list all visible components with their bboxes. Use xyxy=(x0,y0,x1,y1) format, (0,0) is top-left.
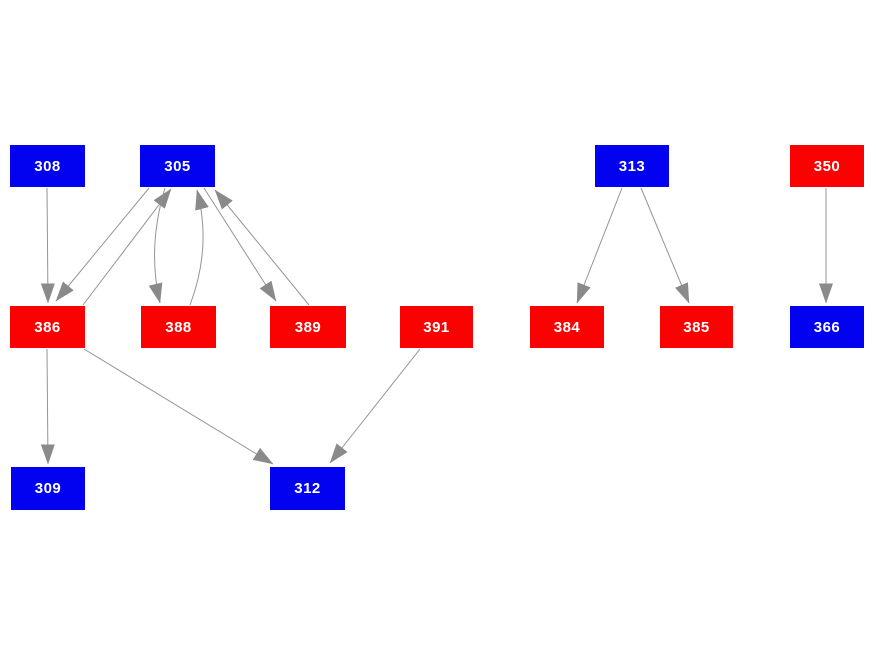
node-350: 350 xyxy=(790,145,864,187)
node-label: 388 xyxy=(165,318,192,336)
node-label: 305 xyxy=(164,157,191,175)
edge-391-312 xyxy=(329,348,421,464)
node-label: 385 xyxy=(683,318,710,336)
edge-386-312 xyxy=(83,348,274,465)
edge-305-386 xyxy=(55,187,150,302)
node-313: 313 xyxy=(595,145,669,187)
edge-388-305 xyxy=(189,189,209,306)
node-385: 385 xyxy=(660,306,733,348)
edge-313-385 xyxy=(640,187,690,304)
edge-313-384 xyxy=(576,187,623,304)
node-label: 389 xyxy=(294,318,322,336)
node-label: 350 xyxy=(813,157,841,175)
edge-305-388 xyxy=(148,187,166,304)
edge-305-389 xyxy=(203,187,277,302)
node-389: 389 xyxy=(270,306,346,348)
node-384: 384 xyxy=(530,306,604,348)
node-label: 308 xyxy=(34,157,61,175)
edge-389-305 xyxy=(214,189,310,306)
edge-group xyxy=(40,187,833,465)
node-312: 312 xyxy=(270,467,345,510)
node-388: 388 xyxy=(141,306,216,348)
node-309: 309 xyxy=(11,467,85,510)
node-label: 391 xyxy=(423,318,450,336)
edge-308-386 xyxy=(40,187,55,304)
edge-386-309 xyxy=(40,348,55,465)
node-305: 305 xyxy=(140,145,215,187)
node-308: 308 xyxy=(10,145,85,187)
node-label: 312 xyxy=(294,480,321,497)
node-label: 384 xyxy=(553,318,581,336)
node-label: 366 xyxy=(813,318,841,336)
node-391: 391 xyxy=(400,306,473,348)
edge-386-305 xyxy=(82,188,172,306)
node-label: 313 xyxy=(618,157,646,175)
node-label: 309 xyxy=(34,480,62,497)
node-366: 366 xyxy=(790,306,864,348)
node-386: 386 xyxy=(10,306,85,348)
node-label: 386 xyxy=(34,318,61,336)
